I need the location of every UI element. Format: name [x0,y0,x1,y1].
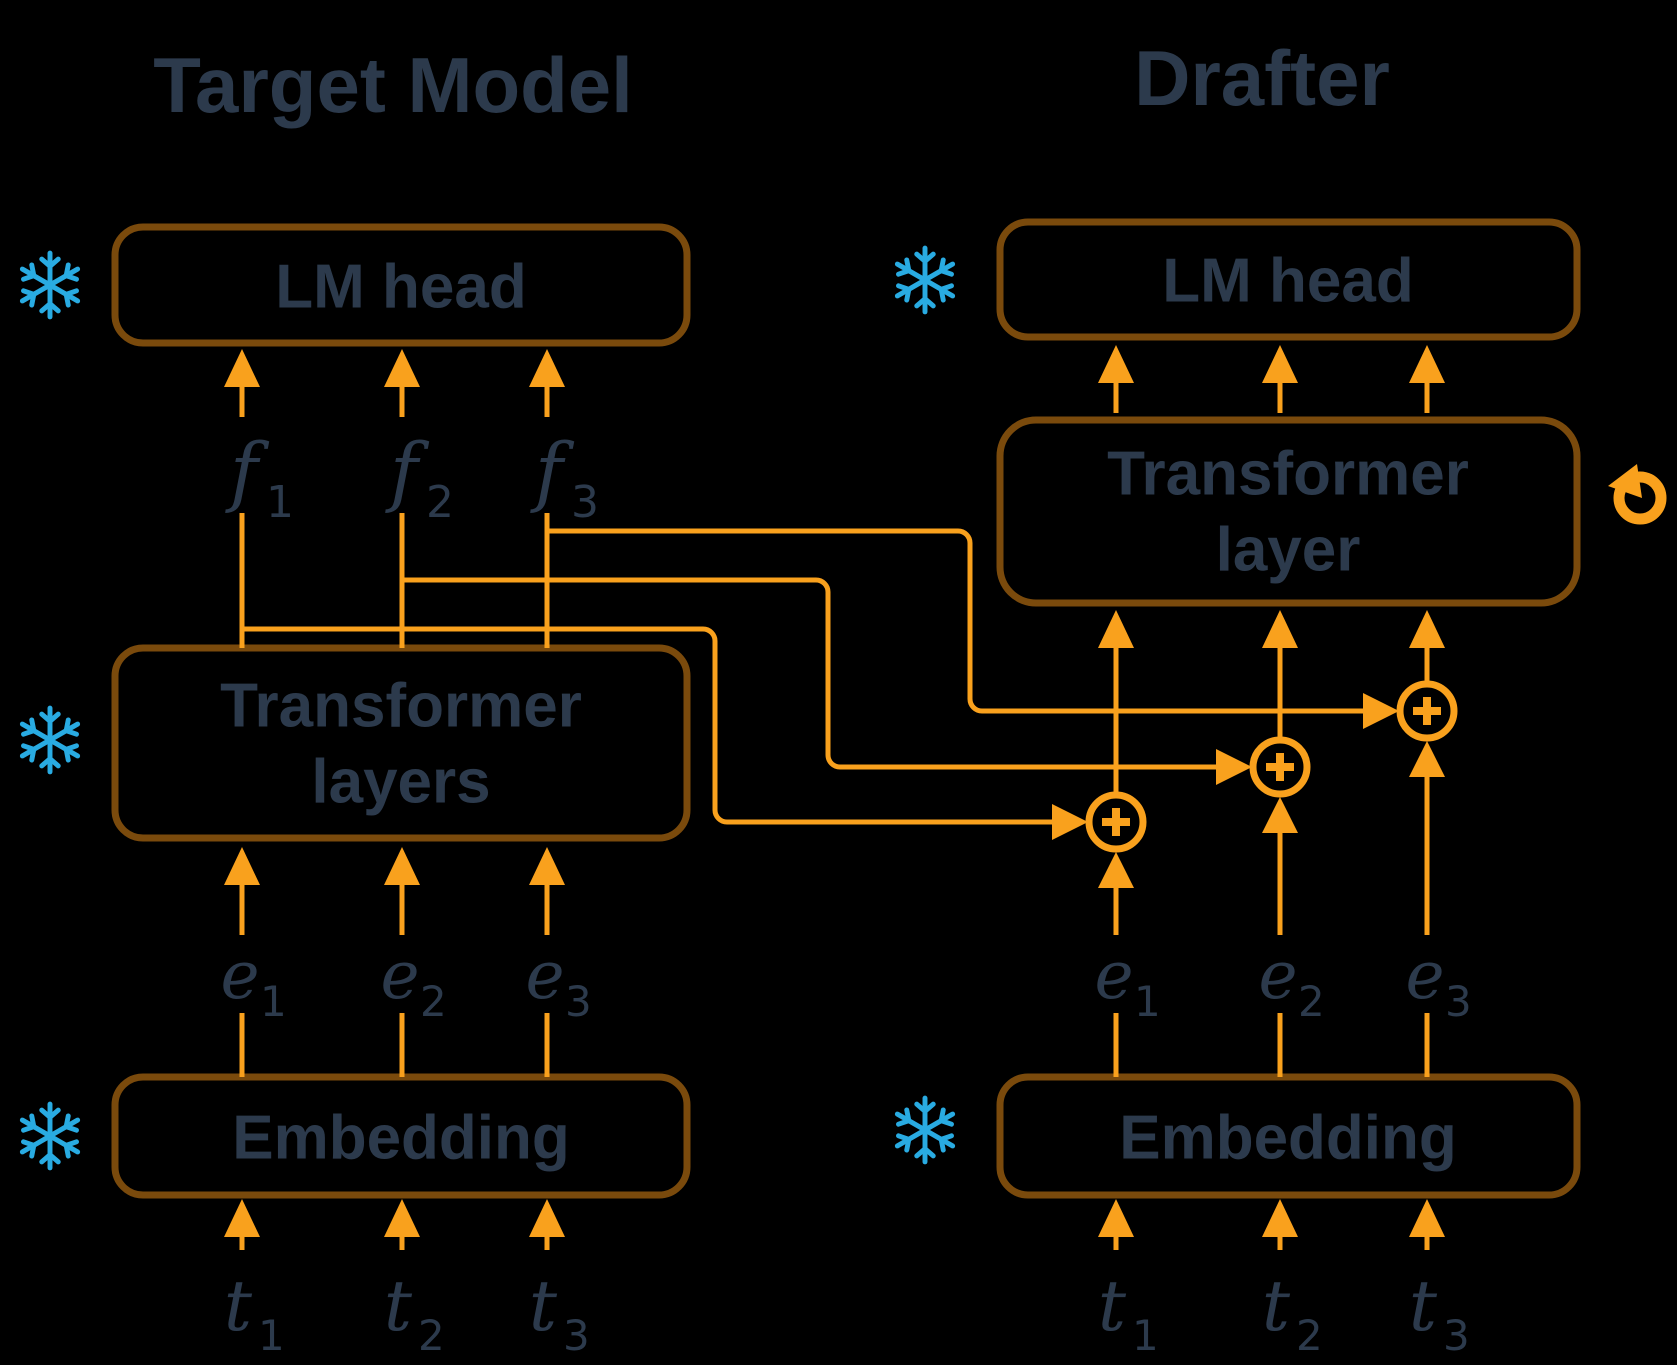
drafter-e3-label: e 3 [1405,937,1471,1026]
snowflake-icon [18,1104,82,1168]
drafter-e1-label: e 1 [1094,937,1160,1026]
svg-text:e: e [1405,937,1444,1014]
drafter-lm-head-box: LM head [996,218,1581,341]
svg-text:3: 3 [565,977,592,1026]
plus-circle-icon [1396,680,1458,742]
svg-text:2: 2 [418,1311,445,1360]
svg-text:2: 2 [420,977,447,1026]
target-transformer-layers-box: Transformer layers [111,644,691,842]
svg-text:e: e [380,937,419,1014]
target-transformer-label-line1: Transformer [220,672,582,741]
drafter-embedding-box: Embedding [996,1073,1581,1199]
svg-text:3: 3 [1443,1311,1470,1360]
f3-to-add3-connector [547,528,1399,729]
svg-text:f: f [385,426,430,515]
target-embedding-label: Embedding [232,1104,570,1173]
target-t1-label: t 1 [224,1265,285,1360]
drafter-t1-label: t 1 [1098,1265,1159,1360]
drafter-col3-flow [1409,345,1445,1250]
svg-text:t: t [529,1265,558,1347]
target-f1-label: f 1 [225,426,294,528]
drafter-transformer-label-line1: Transformer [1107,440,1469,509]
target-f2-label: f 2 [385,426,454,528]
target-t3-label: t 3 [529,1265,590,1360]
target-col1-flow [224,349,260,1250]
drafter-col2-flow [1262,345,1298,1250]
target-e2-label: e 2 [380,937,446,1026]
plus-circle-icon [1249,736,1311,798]
drafter-transformer-layer-box: Transformer layer [996,416,1581,607]
recurrence-loop-icon [1608,464,1667,525]
svg-text:e: e [1094,937,1133,1014]
target-e3-label: e 3 [525,937,591,1026]
snowflake-icon [18,708,82,772]
target-t2-label: t 2 [384,1265,445,1360]
target-lm-head-box: LM head [111,223,691,347]
drafter-transformer-label-line2: layer [1216,516,1361,585]
drafter-t2-label: t 2 [1262,1265,1323,1360]
drafter-embedding-label: Embedding [1119,1104,1457,1173]
svg-text:e: e [220,937,259,1014]
snowflake-icon [893,1098,957,1162]
svg-text:1: 1 [1132,1311,1159,1360]
svg-text:1: 1 [260,977,287,1026]
target-embedding-box: Embedding [111,1073,691,1199]
svg-text:2: 2 [426,477,454,528]
svg-text:t: t [224,1265,253,1347]
svg-text:e: e [1258,937,1297,1014]
snowflake-icon [18,253,82,317]
svg-text:3: 3 [1445,977,1472,1026]
target-model-section: Target Model LM head Transformer layers … [18,41,691,1360]
svg-text:e: e [525,937,564,1014]
drafter-lm-head-label: LM head [1162,247,1413,316]
svg-text:3: 3 [571,477,599,528]
target-model-title: Target Model [153,41,633,129]
target-lm-head-label: LM head [275,253,526,322]
f2-to-add2-connector [402,577,1252,785]
svg-text:2: 2 [1298,977,1325,1026]
drafter-section: Drafter LM head Transformer layer Embedd… [893,34,1667,1360]
svg-text:1: 1 [266,477,294,528]
svg-text:2: 2 [1296,1311,1323,1360]
target-e1-label: e 1 [220,937,286,1026]
f1-to-add1-connector [242,626,1088,840]
target-f3-label: f 3 [530,426,599,528]
target-col3-flow [529,349,565,1250]
drafter-col1-flow [1098,345,1134,1250]
svg-text:t: t [1409,1265,1438,1347]
svg-text:t: t [384,1265,413,1347]
svg-text:1: 1 [258,1311,285,1360]
svg-text:1: 1 [1134,977,1161,1026]
drafter-title: Drafter [1134,34,1390,122]
drafter-e2-label: e 2 [1258,937,1324,1026]
svg-text:t: t [1262,1265,1291,1347]
svg-text:f: f [530,426,575,515]
plus-circle-icon [1085,791,1147,853]
target-transformer-label-line2: layers [311,748,490,817]
svg-text:3: 3 [563,1311,590,1360]
snowflake-icon [893,248,957,312]
drafter-t3-label: t 3 [1409,1265,1470,1360]
feature-connectors [242,528,1399,840]
svg-text:f: f [225,426,270,515]
svg-text:t: t [1098,1265,1127,1347]
